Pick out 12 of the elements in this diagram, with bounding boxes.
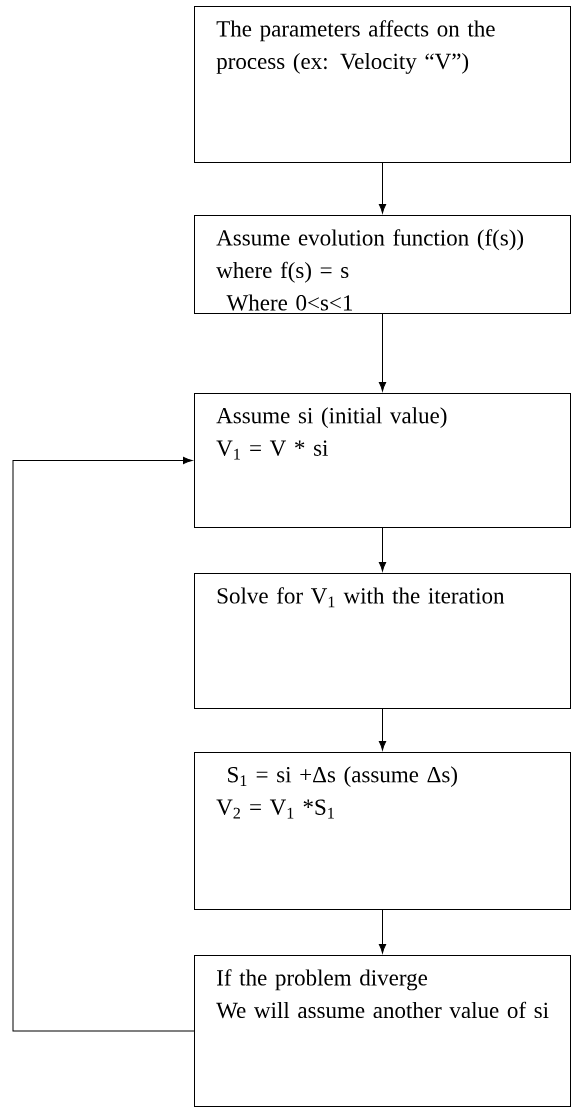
process-box: Assume evolution function (f(s)) where f(s) = s Where 0<s<1 [194, 215, 571, 314]
process-box: The parameters affects on the process (ex: Velocity “V”) [194, 6, 571, 163]
process-box: If the problem diverge We will assume another value of si [194, 955, 571, 1107]
arrow [12, 456, 195, 1032]
arrow [378, 708, 387, 751]
arrow [378, 162, 387, 214]
process-box: Assume si (initial value) V$_{1}$ = V * si [194, 393, 571, 528]
process-box: S$_{1}$ = si +Δs (assume Δs) V$_{2}$ = V$_{1}$ *S$_{1}$ [194, 752, 571, 910]
arrow [378, 909, 387, 954]
arrow [378, 313, 387, 392]
arrow [378, 527, 387, 572]
process-box: Solve for V$_{1}$ with the iteration [194, 573, 571, 709]
